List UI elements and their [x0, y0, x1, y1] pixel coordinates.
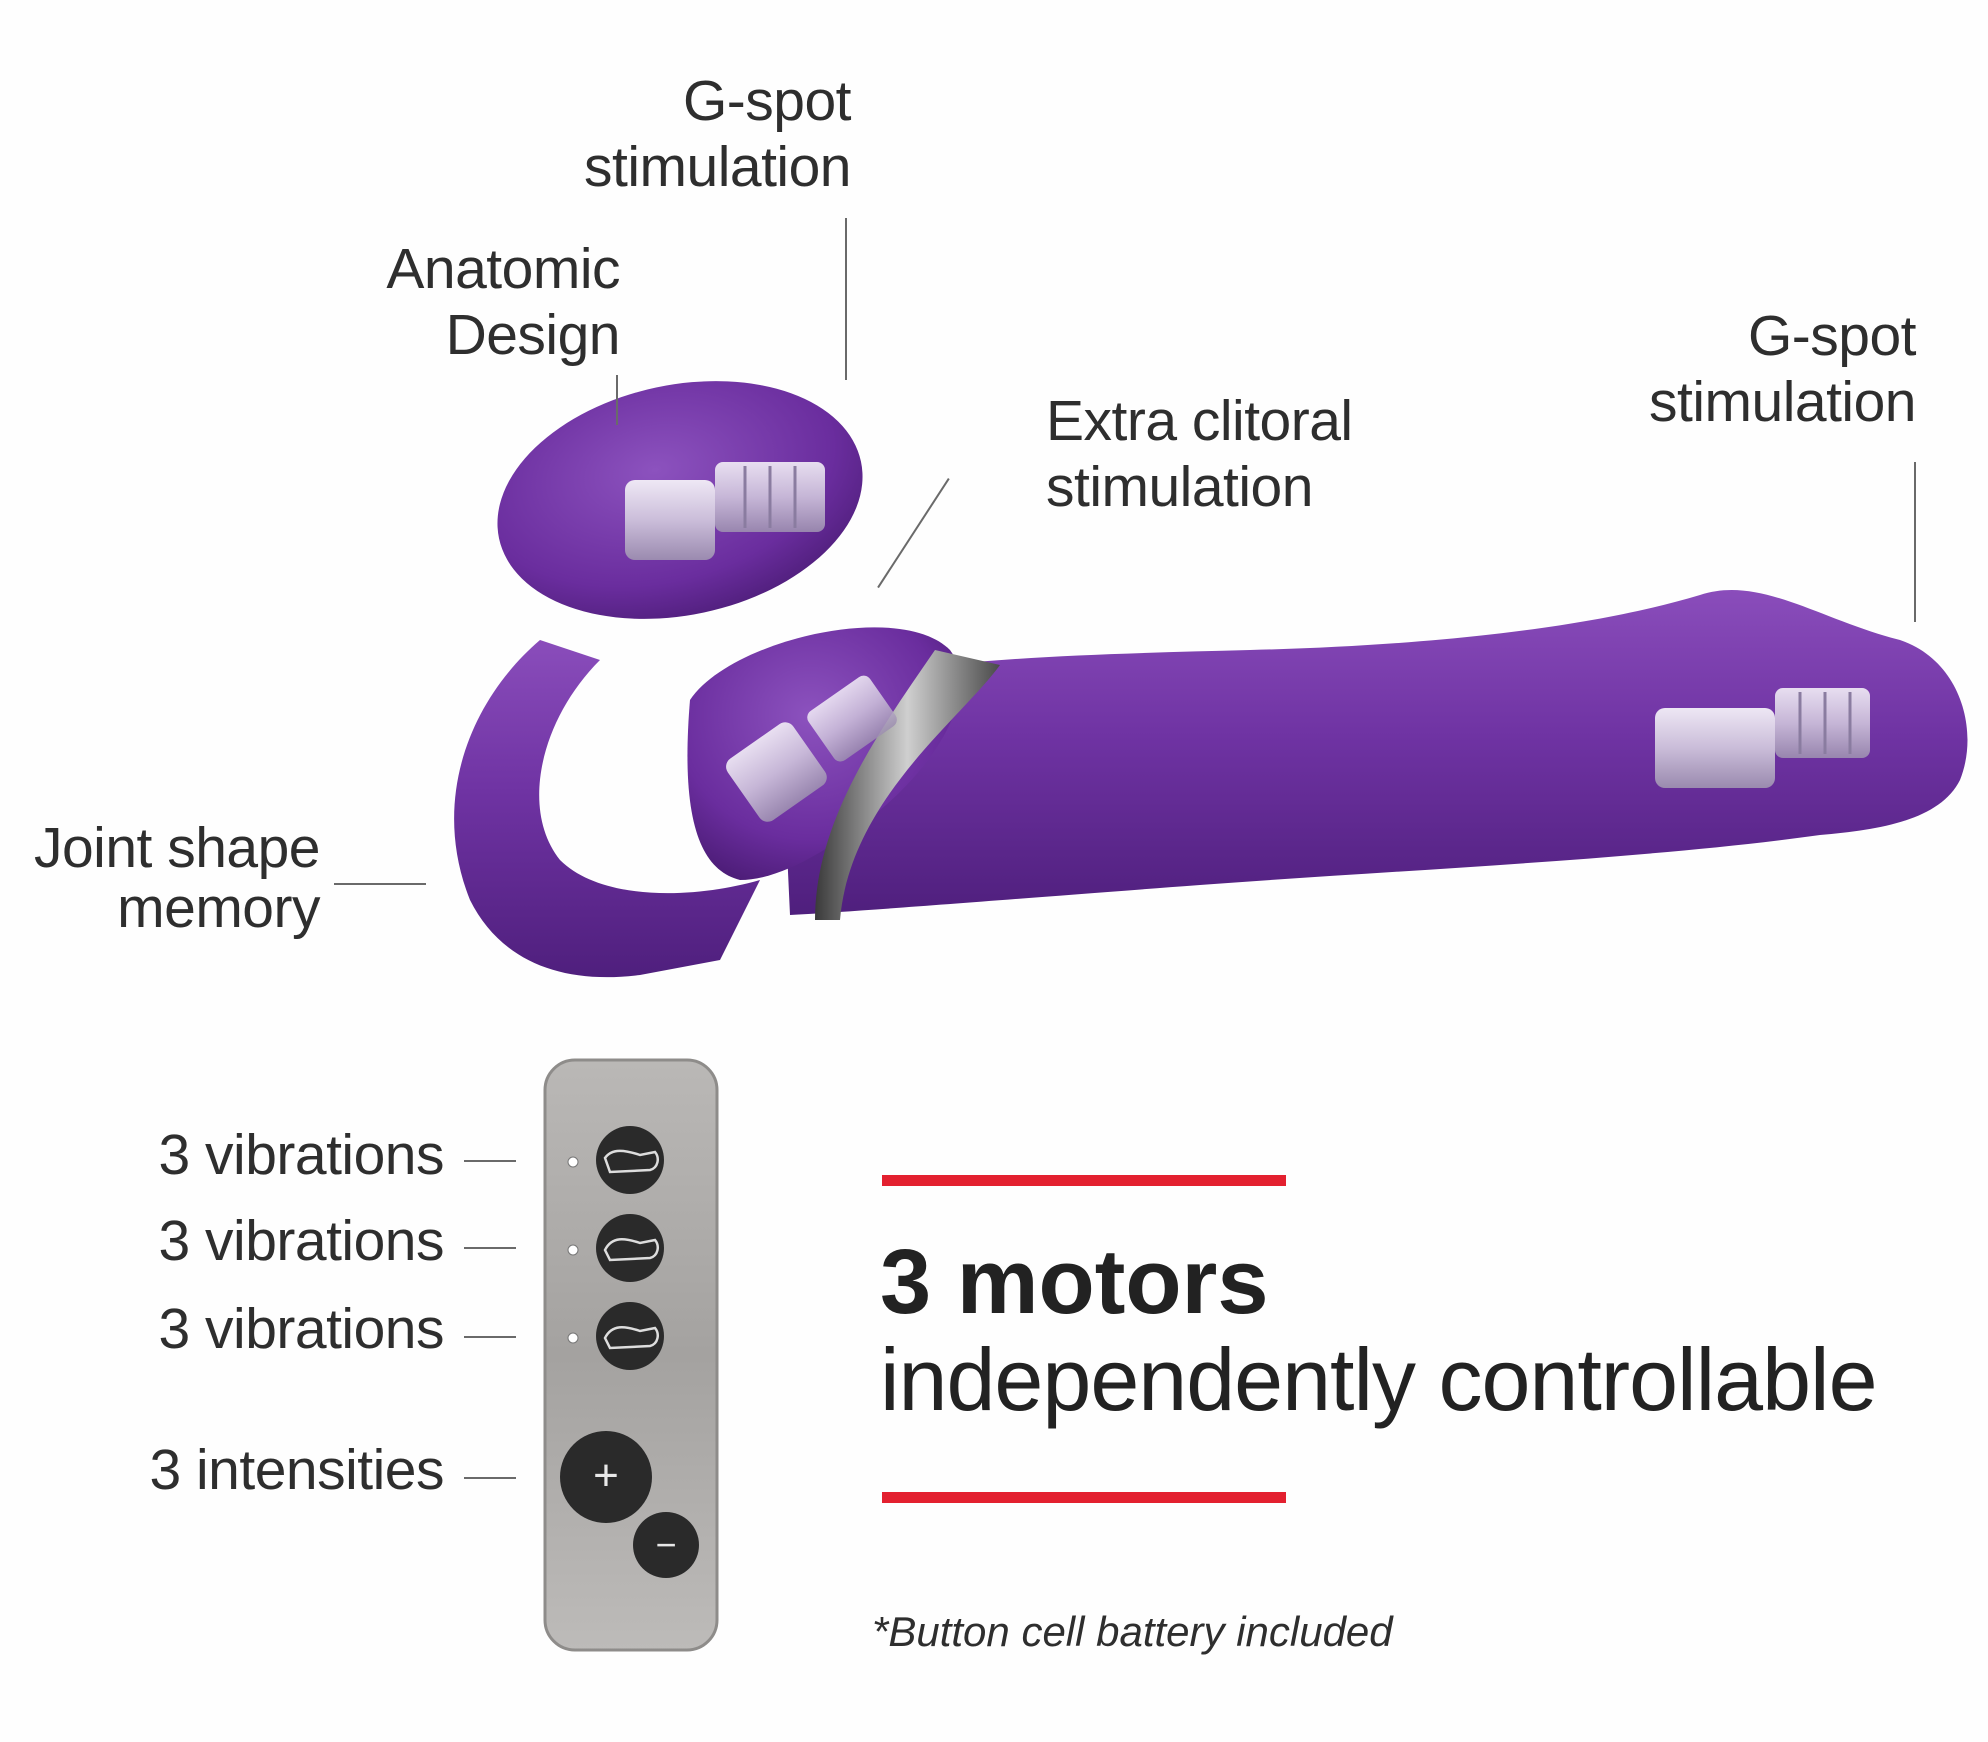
main-shaft [780, 589, 1968, 915]
leader-line [464, 1336, 516, 1338]
callout-line-2: stimulation [584, 135, 851, 199]
callout-gspot-top: G-spot stimulation [584, 68, 851, 200]
leader-line [464, 1160, 516, 1162]
leader-line [464, 1247, 516, 1249]
callout-line-2: memory [117, 876, 320, 940]
plus-icon[interactable]: + [593, 1451, 619, 1500]
intensity-plus-button [560, 1431, 652, 1523]
headline-independently-controllable: independently controllable [880, 1330, 1878, 1429]
callout-line-1: G-spot [1747, 304, 1917, 368]
motor-button-3 [596, 1302, 664, 1370]
callout-line-1: Joint shape [33, 816, 321, 880]
indicator-dot [567, 1156, 579, 1168]
intensity-minus-button [633, 1512, 699, 1578]
remote-label-intensities: 3 intensities [149, 1438, 444, 1502]
leader-line [464, 1477, 516, 1479]
motor-shaft-tip [1655, 688, 1870, 788]
leader-line [1914, 462, 1916, 622]
vibrator-shaft-icon [603, 1149, 659, 1174]
vibrator-clitoral-icon [603, 1238, 659, 1262]
motor-button-1 [596, 1126, 664, 1194]
indicator-dot [567, 1244, 579, 1256]
motor-button-2 [596, 1214, 664, 1282]
motor-clitoral [726, 675, 897, 822]
metal-ring [815, 650, 1000, 920]
callout-line-2: stimulation [1046, 455, 1313, 519]
leader-line [334, 883, 426, 885]
clitoral-nub [687, 627, 961, 880]
remote-label-vibrations-3: 3 vibrations [158, 1297, 445, 1361]
callout-line-1: Anatomic [386, 237, 620, 301]
callout-line-1: G-spot [682, 69, 852, 133]
joint-arm [454, 640, 760, 978]
red-divider-bottom [882, 1492, 1286, 1503]
callout-anatomic-design: Anatomic Design [386, 236, 620, 368]
callout-line-2: stimulation [1649, 370, 1916, 434]
headline-motors: 3 motors [880, 1231, 1269, 1333]
remote-label-vibrations-2: 3 vibrations [158, 1209, 445, 1273]
red-divider-top [882, 1175, 1286, 1186]
leader-line [845, 218, 847, 380]
callout-line-1: Extra clitoral [1046, 389, 1353, 453]
leader-line [616, 375, 618, 425]
motor-bulb [625, 462, 825, 560]
callout-extra-clitoral: Extra clitoral stimulation [1046, 388, 1353, 520]
remote-label-vibrations-1: 3 vibrations [158, 1123, 445, 1187]
vibrator-insert-icon [603, 1326, 659, 1350]
indicator-dot [567, 1332, 579, 1344]
callout-gspot-right: G-spot stimulation [1649, 303, 1916, 435]
minus-icon[interactable]: − [655, 1524, 677, 1565]
callout-joint-shape-memory: Joint shape memory [33, 816, 321, 940]
callout-line-2: Design [445, 303, 621, 367]
battery-footnote: *Button cell battery included [872, 1608, 1393, 1655]
